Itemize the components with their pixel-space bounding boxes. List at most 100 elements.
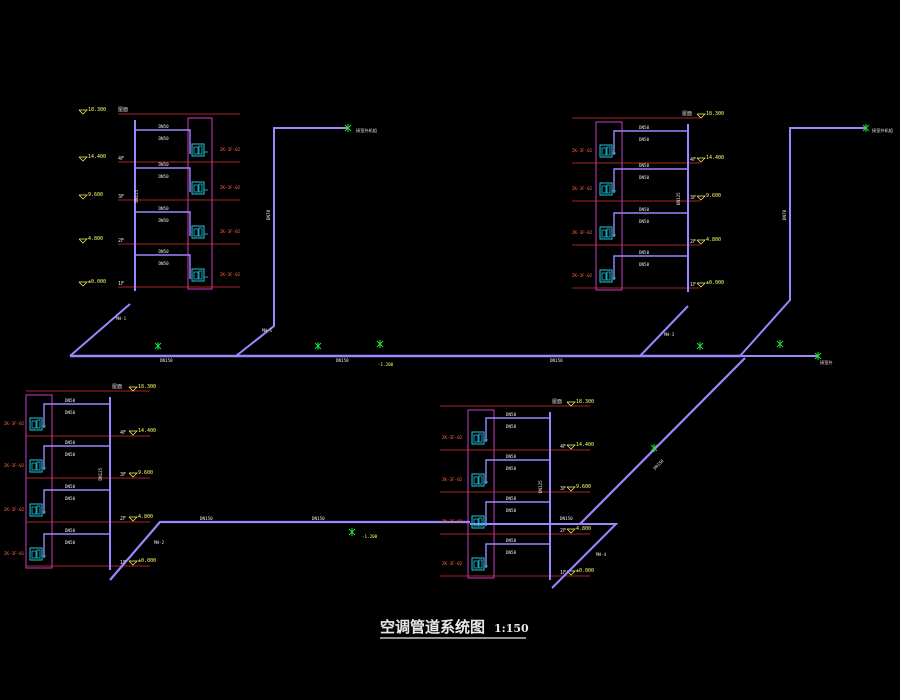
branch-label-lower-C-0: DN50 bbox=[65, 410, 76, 415]
riser-label-D: DN125 bbox=[538, 480, 543, 493]
ac-unit-fan bbox=[606, 146, 611, 156]
branch-label-lower-B-1: DN50 bbox=[639, 175, 650, 180]
floor-elevation-C-3: ±0.000 bbox=[138, 558, 156, 564]
branch-pipe-A-3 bbox=[135, 254, 191, 279]
floor-lines-layer bbox=[26, 109, 706, 577]
branch-label-lower-C-1: DN50 bbox=[65, 452, 76, 457]
floor-name-D-3: 1F bbox=[560, 570, 566, 576]
ac-unit-coil bbox=[473, 560, 479, 569]
valve-cross-b bbox=[348, 528, 356, 536]
floor-elevation-B-1: 9.600 bbox=[706, 193, 721, 199]
upper-check-c bbox=[696, 342, 704, 350]
roof-elevation-C: 18.300 bbox=[138, 384, 156, 390]
branch-label-B-3: DN50 bbox=[639, 250, 650, 255]
branch-label-lower-D-0: DN50 bbox=[506, 424, 517, 429]
valve-cross-b bbox=[376, 340, 384, 348]
riser-label-B: DN125 bbox=[676, 192, 681, 205]
floor-elevation-marker-B-2 bbox=[696, 239, 706, 245]
floor-elevation-B-3: ±0.000 bbox=[706, 280, 724, 286]
ac-unit-fan bbox=[606, 228, 611, 238]
ac-unit-coil bbox=[601, 272, 607, 281]
floor-elevation-B-2: 4.800 bbox=[706, 237, 721, 243]
lower-check-a bbox=[348, 528, 356, 536]
floor-elevation-marker-A-3 bbox=[78, 281, 88, 287]
ac-unit-body bbox=[471, 431, 485, 445]
ac-unit-coil bbox=[601, 147, 607, 156]
outlet-valve bbox=[776, 340, 784, 348]
vent-end-marker-b bbox=[862, 124, 870, 132]
ac-unit-fan bbox=[36, 505, 41, 515]
ac-unit-fan bbox=[36, 461, 41, 471]
mh-label-4: MH-4 bbox=[596, 552, 607, 557]
ac-unit-coil bbox=[193, 228, 199, 237]
floor-name-A-1: 3F bbox=[118, 194, 124, 200]
floor-elevation-marker-D-3 bbox=[566, 570, 576, 576]
mh-label-1: MH-1 bbox=[262, 328, 273, 333]
upper-check-a bbox=[314, 342, 322, 350]
ac-unit-body bbox=[471, 515, 485, 529]
ac-unit-icon-B-3 bbox=[599, 269, 616, 283]
unit-tag-B-3: ZK-3F-02 bbox=[572, 273, 593, 278]
ac-unit-fan bbox=[478, 517, 483, 527]
diagonal-valve bbox=[650, 444, 658, 452]
branch-label-lower-B-2: DN50 bbox=[639, 219, 650, 224]
riser-label-A: DN125 bbox=[134, 189, 139, 202]
branch-label-lower-A-0: DN50 bbox=[159, 136, 170, 141]
ac-unit-icon-B-2 bbox=[599, 226, 616, 240]
branch-pipe-D-3 bbox=[485, 543, 550, 568]
ac-unit-fan bbox=[198, 227, 203, 237]
lower-main-elevation: -1.200 bbox=[362, 534, 378, 539]
ac-unit-body bbox=[599, 182, 613, 196]
branch-pipe-A-1 bbox=[135, 167, 191, 192]
ac-unit-icon-A-2 bbox=[191, 225, 208, 239]
unit-tag-C-2: ZK-3F-02 bbox=[4, 507, 25, 512]
branch-pipe-C-3 bbox=[43, 533, 110, 558]
unit-tag-C-3: ZK-3F-01 bbox=[4, 551, 25, 556]
branch-label-lower-A-3: DN50 bbox=[159, 261, 170, 266]
floor-elevation-marker-D-1 bbox=[566, 486, 576, 492]
ac-unit-icon-B-0 bbox=[599, 144, 616, 158]
branch-label-lower-B-0: DN50 bbox=[639, 137, 650, 142]
ac-unit-coil bbox=[193, 271, 199, 280]
branch-pipe-C-0 bbox=[43, 403, 110, 428]
floor-elevation-marker-D-2 bbox=[566, 528, 576, 534]
branch-label-lower-A-2: DN50 bbox=[159, 218, 170, 223]
floor-name-C-0: 4F bbox=[120, 430, 126, 436]
drawing-scale: 1:150 bbox=[494, 622, 529, 635]
upper-main-elevation: -1.200 bbox=[378, 362, 394, 367]
branch-label-B-0: DN50 bbox=[639, 125, 650, 130]
unit-frames-layer bbox=[25, 117, 623, 579]
floor-elevation-marker-B-0 bbox=[696, 157, 706, 163]
drawing-title: 空调管道系统图 bbox=[380, 618, 485, 636]
floor-name-B-0: 4F bbox=[690, 157, 696, 163]
ac-unit-coil bbox=[31, 550, 37, 559]
ac-unit-body bbox=[599, 144, 613, 158]
roof-elevation-A: 18.300 bbox=[88, 107, 106, 113]
ac-unit-coil bbox=[473, 518, 479, 527]
branch-pipe-B-1 bbox=[613, 168, 688, 193]
floor-elevation-A-0: 14.400 bbox=[88, 154, 106, 160]
outlet-label: 接室外 bbox=[820, 359, 833, 366]
ac-unit-fan bbox=[198, 145, 203, 155]
ac-unit-icon-D-2 bbox=[471, 515, 488, 529]
floor-elevation-marker-C-1 bbox=[128, 472, 138, 478]
upper-main-label-2: DN150 bbox=[550, 358, 563, 363]
upper-check-b bbox=[154, 342, 162, 350]
valve-cross-b bbox=[650, 444, 658, 452]
pipes-layer bbox=[43, 120, 870, 589]
branch-label-lower-D-3: DN50 bbox=[506, 550, 517, 555]
mh-label-0: MH-1 bbox=[116, 316, 127, 321]
floor-elevation-marker-C-3 bbox=[128, 560, 138, 566]
floor-name-A-0: 4F bbox=[118, 156, 124, 162]
roof-label-B: 屋面 bbox=[682, 111, 692, 117]
mh-label-2: MH-2 bbox=[154, 540, 165, 545]
ac-unit-icon-D-3 bbox=[471, 557, 488, 571]
drawing-title-block: 空调管道系统图 1:150 bbox=[380, 618, 529, 639]
outlet-end-marker bbox=[814, 352, 822, 360]
ac-unit-icon-A-1 bbox=[191, 181, 208, 195]
ac-unit-body bbox=[29, 503, 43, 517]
ac-unit-icon-C-3 bbox=[29, 547, 46, 561]
floor-elevation-A-3: ±0.000 bbox=[88, 279, 106, 285]
unit-tag-A-1: ZK-3F-02 bbox=[220, 185, 241, 190]
